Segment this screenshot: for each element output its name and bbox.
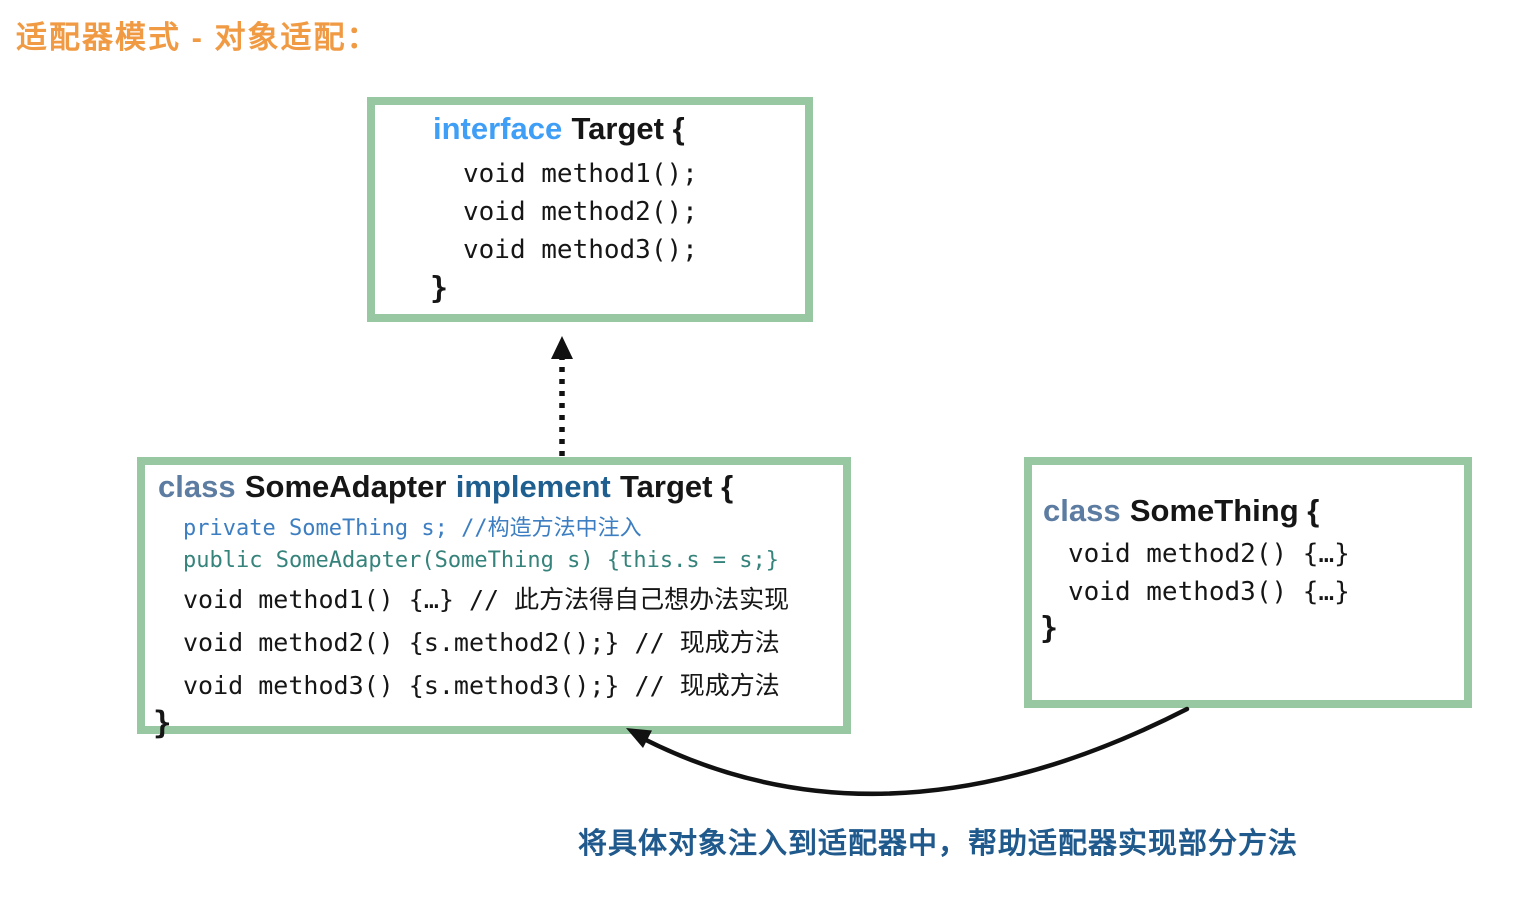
target-closing-brace: } bbox=[430, 271, 449, 306]
code-line-method1: void method1() {…} // 此方法得自己想办法实现 bbox=[183, 585, 790, 614]
adapter-target-name: Target { bbox=[620, 469, 734, 504]
class-keyword: class bbox=[1043, 493, 1121, 528]
code-line-method2: void method2() {s.method2();} // 现成方法 bbox=[183, 628, 780, 657]
page-title: 适配器模式 - 对象适配： bbox=[16, 20, 380, 55]
caption-text: 将具体对象注入到适配器中，帮助适配器实现部分方法 bbox=[578, 828, 1299, 860]
something-box-code: void method2() {…} void method3() {…} bbox=[1068, 535, 1464, 611]
class-keyword: class bbox=[158, 469, 236, 504]
interface-keyword: interface bbox=[433, 111, 563, 146]
code-line-method2: void method2(); bbox=[463, 197, 698, 227]
target-class-name: Target { bbox=[571, 111, 685, 146]
adapter-class-name: SomeAdapter bbox=[244, 469, 447, 504]
adapter-closing-brace: } bbox=[153, 705, 172, 741]
code-line-private-field: private SomeThing s; //构造方法中注入 bbox=[183, 516, 642, 541]
code-line-constructor: public SomeAdapter(SomeThing s) {this.s … bbox=[183, 548, 780, 573]
code-line-method3: void method3() {s.method3();} // 现成方法 bbox=[183, 671, 780, 700]
code-line-method1: void method1(); bbox=[463, 159, 698, 189]
code-line-method3: void method3(); bbox=[463, 235, 698, 265]
something-closing-brace: } bbox=[1040, 611, 1059, 646]
something-class-name: SomeThing { bbox=[1129, 493, 1320, 528]
dashed-arrow-up-icon bbox=[551, 336, 573, 359]
inheritance-dashed-arrow bbox=[551, 336, 573, 456]
code-line-method3: void method3() {…} bbox=[1068, 577, 1350, 607]
implement-keyword: implement bbox=[455, 469, 611, 504]
code-line-method2: void method2() {…} bbox=[1068, 539, 1350, 569]
target-box-code: void method1(); void method2(); void met… bbox=[463, 155, 805, 269]
